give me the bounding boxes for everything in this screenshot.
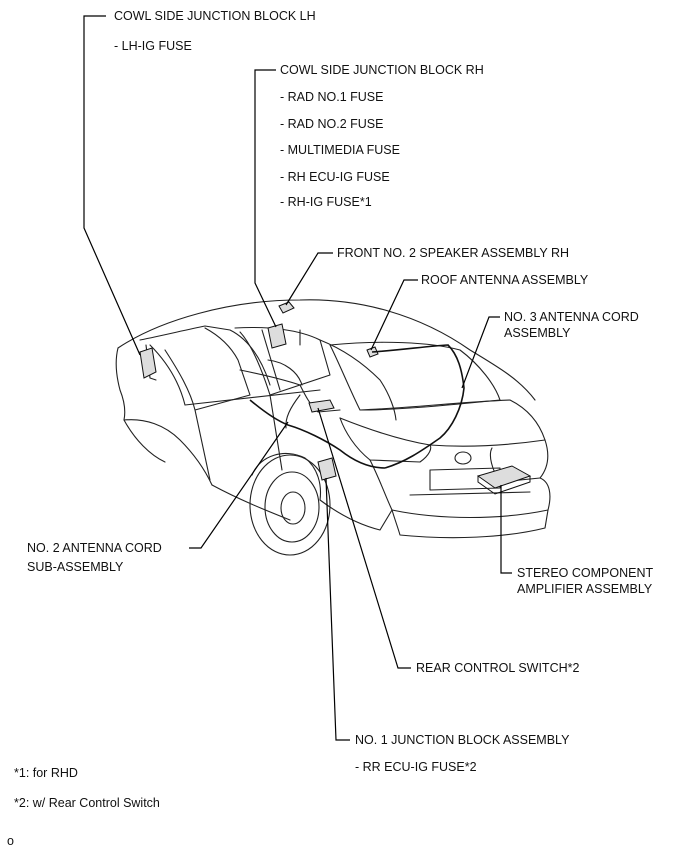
leader-stereo-amp <box>500 485 512 574</box>
leader-cowl-rh <box>254 69 277 328</box>
front-speaker-icon <box>278 301 295 314</box>
leader-front-speaker <box>285 252 333 306</box>
cowl-rh-item: - RAD NO.1 FUSE <box>280 90 384 104</box>
cowl-rh-junction-block-icon <box>267 323 287 349</box>
antenna-cord-3-label-line2: ASSEMBLY <box>504 326 571 340</box>
no2-antenna-cord-line <box>249 399 386 469</box>
antenna-cord-2-label-line2: SUB-ASSEMBLY <box>27 560 124 574</box>
antenna-cord-2-label-line1: NO. 2 ANTENNA CORD <box>27 541 162 555</box>
car-body-outline <box>115 299 551 556</box>
antenna-cords <box>249 344 465 469</box>
corner-mark: o <box>7 834 14 848</box>
rear-control-switch-icon <box>308 399 335 413</box>
cowl-lh-label: COWL SIDE JUNCTION BLOCK LH <box>114 9 316 23</box>
jb1-item: - RR ECU-IG FUSE*2 <box>355 760 477 774</box>
no3-antenna-cord-line <box>371 344 465 469</box>
leader-antenna-cord-2 <box>189 421 289 549</box>
footnote-2: *2: w/ Rear Control Switch <box>14 796 160 810</box>
leader-antenna-cord-3 <box>461 316 500 389</box>
stereo-amp-label-line1: STEREO COMPONENT <box>517 566 654 580</box>
leader-cowl-lh <box>83 15 141 356</box>
cowl-rh-item: - RH-IG FUSE*1 <box>280 195 372 209</box>
component-shapes <box>139 301 532 495</box>
leader-lines <box>83 15 512 741</box>
cowl-lh-item: - LH-IG FUSE <box>114 39 192 53</box>
leader-roof-antenna <box>370 279 418 351</box>
roof-antenna-label: ROOF ANTENNA ASSEMBLY <box>421 273 589 287</box>
stereo-amp-label-line2: AMPLIFIER ASSEMBLY <box>517 582 653 596</box>
cowl-rh-item: - RAD NO.2 FUSE <box>280 117 384 131</box>
jb1-label: NO. 1 JUNCTION BLOCK ASSEMBLY <box>355 733 570 747</box>
cowl-lh-junction-block-icon <box>139 347 157 379</box>
leader-rear-control <box>317 407 411 669</box>
no1-junction-block-icon <box>317 457 337 481</box>
front-speaker-label: FRONT NO. 2 SPEAKER ASSEMBLY RH <box>337 246 570 260</box>
cowl-rh-item: - MULTIMEDIA FUSE <box>280 143 400 157</box>
cowl-rh-label: COWL SIDE JUNCTION BLOCK RH <box>280 63 484 77</box>
antenna-cord-3-label-line1: NO. 3 ANTENNA CORD <box>504 310 639 324</box>
cowl-rh-item: - RH ECU-IG FUSE <box>280 170 390 184</box>
rear-control-label: REAR CONTROL SWITCH*2 <box>416 661 580 675</box>
footnote-1: *1: for RHD <box>14 766 78 780</box>
leader-jb1 <box>325 477 350 741</box>
